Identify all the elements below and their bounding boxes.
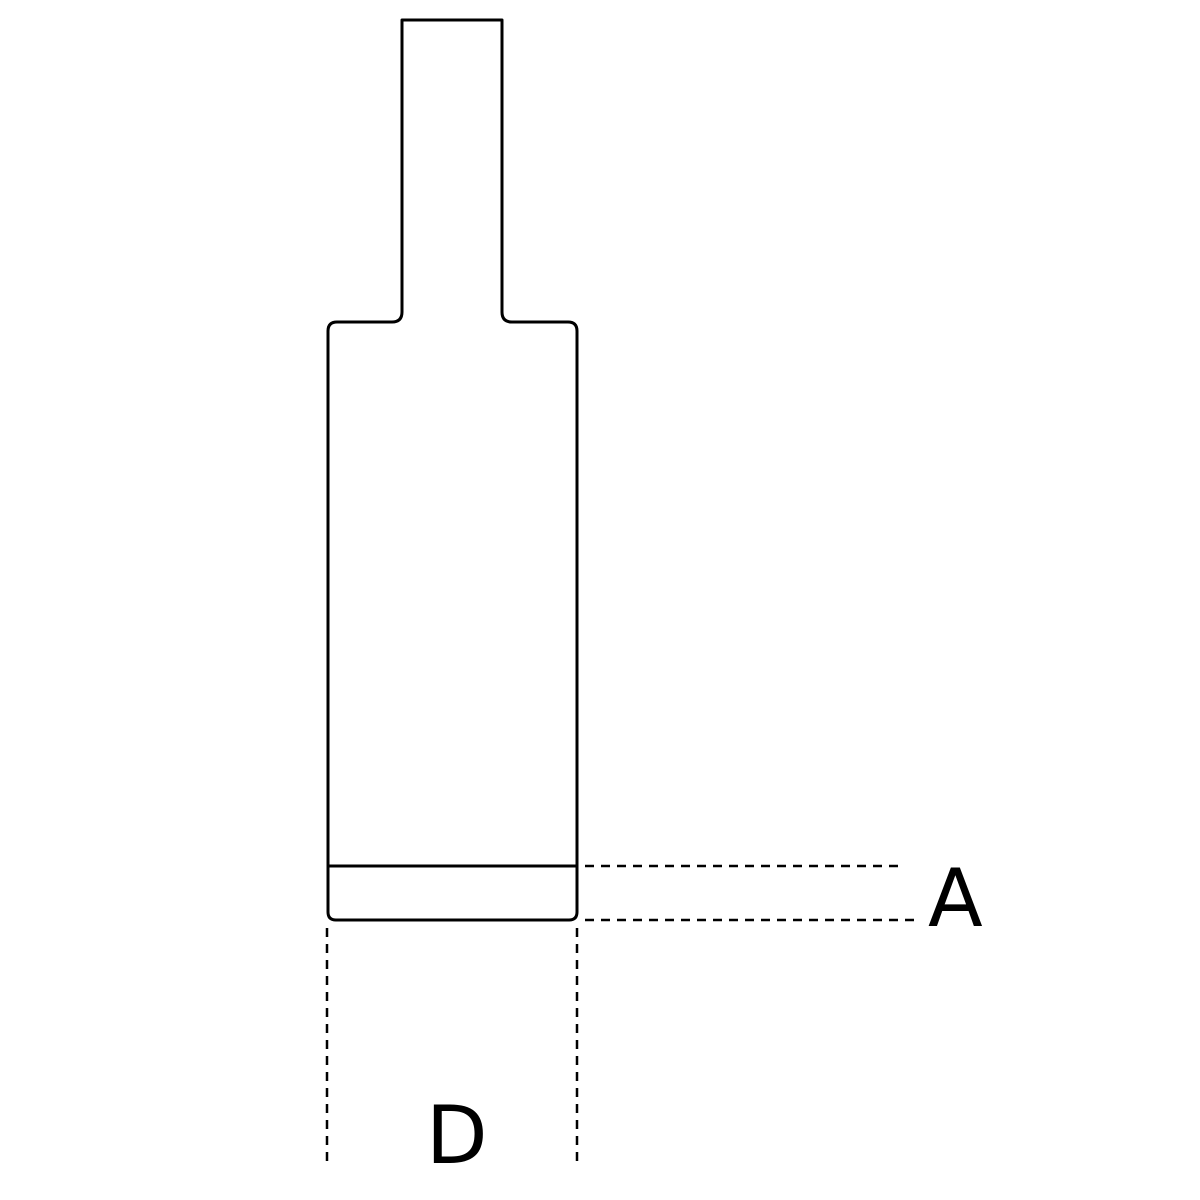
dimension-d-label: D xyxy=(426,1089,488,1182)
bit-outline xyxy=(326,18,579,922)
dimension-a-label: A xyxy=(928,852,983,945)
